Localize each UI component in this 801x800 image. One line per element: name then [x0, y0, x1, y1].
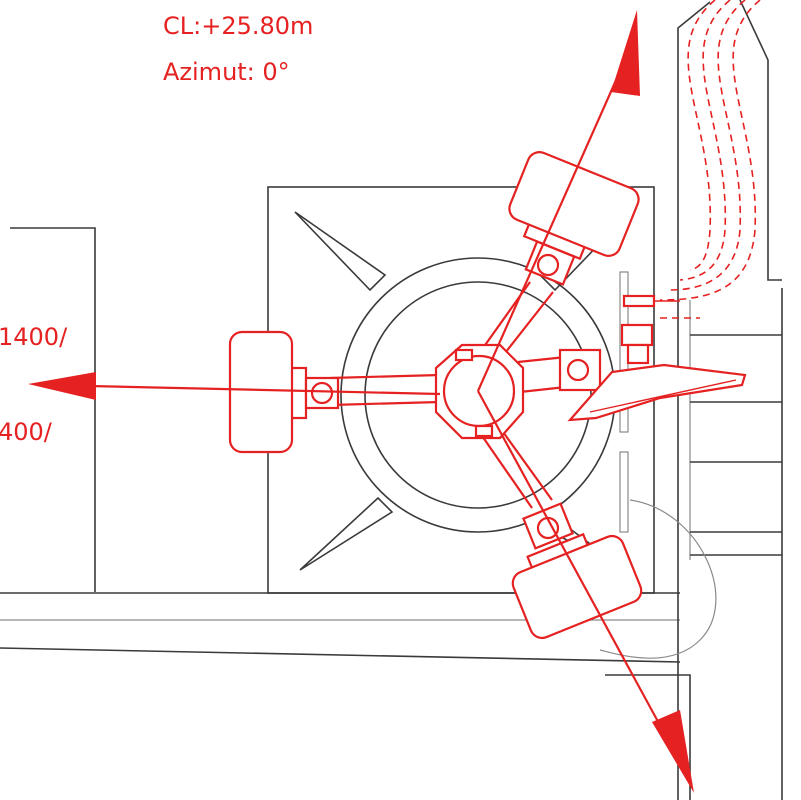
- post-lower: [619, 451, 629, 533]
- collar-clamp-bottom: [474, 424, 494, 438]
- building-left-wall: [677, 1, 711, 800]
- slab-bottom-edge: [0, 647, 681, 663]
- cable-loop: [599, 499, 717, 659]
- bracket-connector: [622, 294, 656, 308]
- cable-dash-2: [669, 0, 746, 291]
- azimuth-label: Azimut: 0°: [163, 58, 290, 86]
- collar-clamp-top: [454, 348, 474, 362]
- joint-lower: [522, 502, 590, 572]
- anchor-pad-lower: [511, 534, 643, 640]
- left-dimension-lower: 400/: [0, 418, 52, 446]
- upper-arrow-shaft: [476, 59, 627, 392]
- anchor-pad-upper: [508, 151, 640, 257]
- cl-elevation-label: CL:+25.80m: [163, 12, 314, 40]
- strut-top-left: [294, 211, 387, 292]
- bracket-platform-inner: [589, 379, 737, 413]
- strut-bottom-left: [299, 496, 394, 571]
- joint-left-pin: [310, 381, 334, 405]
- lower-arrow-shaft: [477, 390, 669, 741]
- left-arrow-shaft: [89, 384, 441, 396]
- joint-upper: [522, 219, 588, 286]
- upper-arrow-head: [611, 10, 640, 96]
- cable-dash-3: [679, 0, 731, 281]
- joint-upper-pin: [536, 253, 560, 277]
- arm-lower-rail-b: [497, 424, 553, 501]
- joint-right-pin: [566, 358, 590, 382]
- joint-left: [286, 366, 340, 420]
- arm-left-top-rail: [329, 373, 441, 380]
- joint-right: [558, 348, 602, 392]
- bracket-stem: [626, 343, 650, 365]
- dashed-cable-route: [659, 0, 761, 319]
- direction-arrows: [28, 10, 694, 793]
- tie-arms: [329, 281, 567, 509]
- arm-lower-rail-a: [477, 429, 533, 509]
- lower-arrow-head: [652, 710, 694, 793]
- arm-right-bottom-rail: [519, 385, 567, 394]
- arm-left-bottom-rail: [329, 400, 441, 407]
- structure-linework: [0, 0, 783, 800]
- anchor-pad-left: [228, 330, 294, 454]
- left-dimension-upper: 1400/: [0, 323, 68, 351]
- wall-bracket: [567, 294, 747, 422]
- cable-dash-1: [659, 0, 761, 301]
- arm-right-top-rail: [517, 355, 567, 364]
- left-wall-outline: [10, 227, 96, 592]
- left-arrow-head: [28, 372, 96, 400]
- arm-upper-rail-b: [497, 291, 554, 363]
- anchor-pads: [228, 151, 643, 640]
- cable-dash-4: [687, 0, 716, 271]
- building-core-outline: [739, 0, 782, 281]
- bracket-box: [620, 323, 654, 347]
